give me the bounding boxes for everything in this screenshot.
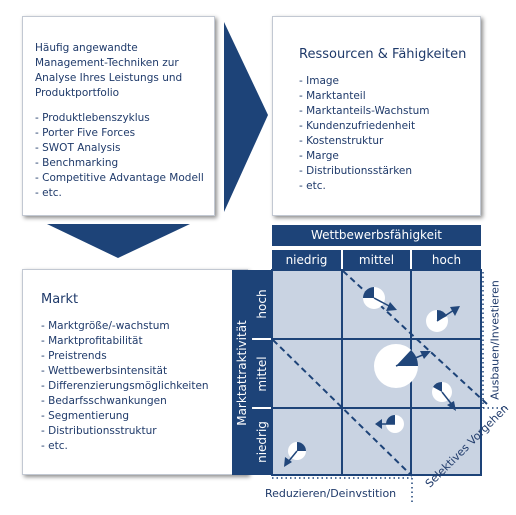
list-item: - Marge [299,150,339,162]
list-item: - Porter Five Forces [35,127,136,139]
techniques-list: - Produktlebenszyklus - Porter Five Forc… [35,111,214,201]
arrow-right-icon [224,22,268,212]
list-item: - etc. [299,180,326,192]
bubble-1 [363,287,397,311]
list-item: - etc. [35,187,62,199]
list-item: - Competitive Advantage Modell [35,172,204,184]
zone-label-reduce: Reduzieren/Deinvstition [265,487,397,500]
row-header-low: niedrig [252,409,272,475]
bubble-3 [374,344,431,388]
list-item: - Kundenzufriedenheit [299,120,416,132]
row-label: niedrig [255,421,269,463]
y-axis-title: Marktattraktivität [235,319,249,426]
row-header-medium: mittel [252,340,272,407]
resources-list: - Image - Marktanteil - Marktanteils-Wac… [299,74,480,194]
list-item: - Distributionsstärken [299,165,413,177]
bubble-6 [284,442,306,467]
resources-title: Ressourcen & Fähigkeiten [299,47,467,62]
col-header-medium: mittel [343,250,410,270]
list-item: - Wettbewerbsintensität [41,365,168,377]
list-item: - Segmentierung [41,410,130,422]
zone-label-invest: Ausbauen/Investieren [488,280,502,400]
list-item: - Marktanteil [299,90,366,102]
list-item: - Bedarfsschwankungen [41,395,167,407]
list-item: - Produktlebenszyklus [35,112,150,124]
list-item: - Distributionsstruktur [41,425,157,437]
techniques-box: Häufig angewandte Management-Techniken z… [22,16,215,216]
diagonal-lower [272,339,413,477]
market-title: Markt [41,292,79,307]
col-header-high: hoch [412,250,481,270]
market-list: - Marktgröße/-wachstum - Marktprofitabil… [41,319,247,454]
x-axis-title: Wettbewerbsfähigkeit [272,225,481,246]
list-item: - SWOT Analysis [35,142,121,154]
col-header-low: niedrig [272,250,341,270]
arrow-down-icon [47,224,190,258]
market-box: Markt - Marktgröße/-wachstum - Marktprof… [22,269,248,475]
list-item: - Preistrends [41,350,107,362]
list-item: - Kostenstruktur [299,135,384,147]
bubble-4 [432,381,456,411]
matrix-grid-lines [271,269,482,476]
bubble-5 [375,415,404,433]
techniques-intro: Häufig angewandte Management-Techniken z… [35,42,183,99]
bubble-2 [426,306,460,332]
list-item: - Marktanteils-Wachstum [299,105,430,117]
row-header-high: hoch [252,270,272,338]
row-label: mittel [255,355,269,392]
list-item: - Marktgröße/-wachstum [41,320,170,332]
resources-box: Ressourcen & Fähigkeiten - Image - Markt… [272,16,481,216]
list-item: - Benchmarking [35,157,119,169]
y-axis-band: Marktattraktivität [232,270,252,475]
list-item: - Differenzierungsmöglichkeiten [41,380,209,392]
list-item: - Image [299,75,340,87]
list-item: - etc. [41,440,68,452]
row-label: hoch [255,289,269,319]
list-item: - Marktprofitabilität [41,335,143,347]
